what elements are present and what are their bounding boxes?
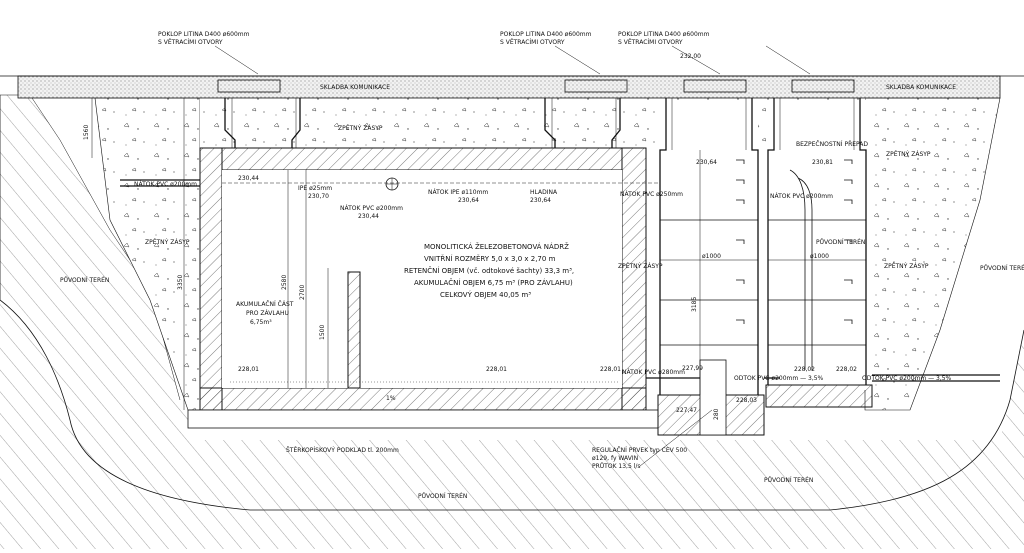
regulator-line2: ø129, fy WAVIN xyxy=(592,455,638,462)
level-22799: 227,99 xyxy=(682,365,703,372)
ipe110-level: 230,64 xyxy=(458,197,479,204)
shaft-d1000-left: ø1000 xyxy=(702,253,721,260)
accum-line1: AKUMULAČNÍ ČÁST xyxy=(236,301,294,308)
backfill-right-bottom-label: ZPĚTNÝ ZÁSYP xyxy=(884,262,929,270)
regulator-line1: REGULAČNÍ PRVEK typ CEV 500 xyxy=(592,447,687,454)
gravel-label: ŠTĚRKOPÍSKOVÝ PODKLAD tl. 200mm xyxy=(286,446,399,454)
inlet-left-label: NÁTOK PVC ø200mm xyxy=(134,181,197,188)
concrete-tank xyxy=(199,147,647,411)
level-22802b: 228,02 xyxy=(836,366,857,373)
slope-label: 1% xyxy=(386,395,396,402)
leader-lines xyxy=(214,45,811,467)
terrain-bottom-right-label: PŮVODNÍ TERÉN xyxy=(764,476,813,484)
level-23064: 230,64 xyxy=(696,159,717,166)
inlet-pvc200-label: NÁTOK PVC ø200mm xyxy=(340,205,403,212)
dim-1560: 1560 xyxy=(83,125,90,140)
dim-3185: 3185 xyxy=(691,297,698,312)
dim-3350: 3350 xyxy=(177,275,184,290)
dim-2580: 2580 xyxy=(281,275,288,290)
backfill-right xyxy=(864,97,1001,411)
ipe110-label: NÁTOK IPE ø110mm xyxy=(428,189,488,196)
backfill-top-label: ZPĚTNÝ ZÁSYP xyxy=(338,124,383,132)
cover-left-line1: POKLOP LITINA D400 ø600mm xyxy=(158,31,250,38)
level-22803: 228,03 xyxy=(736,397,757,404)
backfill-left-label: ZPĚTNÝ ZÁSYP xyxy=(145,238,190,246)
road-label-right: SKLADBA KOMUNIKACE xyxy=(886,84,956,91)
shaft-d1000-right: ø1000 xyxy=(810,253,829,260)
inlet-pvc200-level: 230,44 xyxy=(358,213,379,220)
cover-left-line2: S VĚTRACÍMI OTVORY xyxy=(158,38,223,46)
level-22801-left: 228,01 xyxy=(238,366,259,373)
level-22747: 227,47 xyxy=(676,407,697,414)
level-22801-right: 228,01 xyxy=(600,366,621,373)
inlet-left-level: 230,44 xyxy=(238,175,259,182)
backfill-right-top-label: ZPĚTNÝ ZÁSYP xyxy=(886,150,931,158)
gravel-layer xyxy=(187,409,659,429)
tank-total-volume: CELKOVÝ OBJEM 40,05 m³ xyxy=(440,290,531,299)
riser-middle xyxy=(544,79,628,148)
road-structure xyxy=(17,75,1001,99)
level-22802: 228,02 xyxy=(794,366,815,373)
left-excavation-slope xyxy=(0,95,1011,511)
tank-dimensions: VNITŘNÍ ROZMĚRY 5,0 x 3,0 x 2,70 m xyxy=(424,254,556,263)
terrain-left-label: PŮVODNÍ TERÉN xyxy=(60,276,109,284)
backfill-mid-label: ZPĚTNÝ ZÁSYP xyxy=(618,262,663,270)
outlet-pvc200-b: ODTOK PVC ø200mm — 3,5% xyxy=(862,375,952,382)
water-level-value: 230,64 xyxy=(530,197,551,204)
dim-1500: 1500 xyxy=(319,325,326,340)
tank-accumulation: AKUMULAČNÍ OBJEM 6,75 m³ (PRO ZÁVLAHU) xyxy=(414,278,573,287)
cover-right-line1: POKLOP LITINA D400 ø600mm xyxy=(618,31,710,38)
accum-line2: PRO ZÁVLAHU xyxy=(246,310,289,317)
cover-middle-line1: POKLOP LITINA D400 ø600mm xyxy=(500,31,592,38)
inlet-pvc250-label: NÁTOK PVC ø250mm xyxy=(620,191,683,198)
road-label: SKLADBA KOMUNIKACE xyxy=(320,84,390,91)
level-23081: 230,81 xyxy=(812,159,833,166)
safety-overflow-label: BEZPEČNOSTNÍ PŘEPAD xyxy=(796,140,868,148)
terrain-bottom-label: PŮVODNÍ TERÉN xyxy=(418,492,467,500)
water-level-label: HLADINA xyxy=(530,189,558,196)
shaft-overflow xyxy=(765,79,873,408)
terrain-right-label: PŮVODNÍ TERÉN xyxy=(980,264,1024,272)
level-22801-mid: 228,01 xyxy=(486,366,507,373)
cover-middle-line2: S VĚTRACÍMI OTVORY xyxy=(500,38,565,46)
regulator-line3: PRŮTOK 13,5 l/s xyxy=(592,463,641,470)
dim-280: 280 xyxy=(713,408,720,420)
riser-left xyxy=(217,79,301,148)
outlet-pvc200-a: ODTOK PVC ø200mm — 3,5% xyxy=(734,375,824,382)
tank-title: MONOLITICKÁ ŽELEZOBETONOVÁ NÁDRŽ xyxy=(424,242,569,251)
tank-retention: RETENČNÍ OBJEM (vč. odtokové šachty) 33,… xyxy=(404,266,574,275)
original-soil xyxy=(0,95,1024,549)
cover-right-line2: S VĚTRACÍMI OTVORY xyxy=(618,38,683,46)
ipe25-level: 230,70 xyxy=(308,193,329,200)
pipes xyxy=(120,177,1000,383)
terrain-inner-label: PŮVODNÍ TERÉN xyxy=(816,238,865,246)
ladder-steps xyxy=(736,159,853,324)
inlet-pvc280-label: NÁTOK PVC ø280mm xyxy=(622,369,685,376)
ipe25-label: IPE ø25mm xyxy=(298,185,332,192)
accum-line3: 6,75m³ xyxy=(250,319,272,326)
road-level: 232,00 xyxy=(680,53,701,60)
dim-2700: 2700 xyxy=(299,285,306,300)
shaft-outflow xyxy=(657,79,765,436)
dimension-lines xyxy=(91,98,701,410)
shaft-inner-inlet: NÁTOK PVC ø200mm xyxy=(770,193,833,200)
